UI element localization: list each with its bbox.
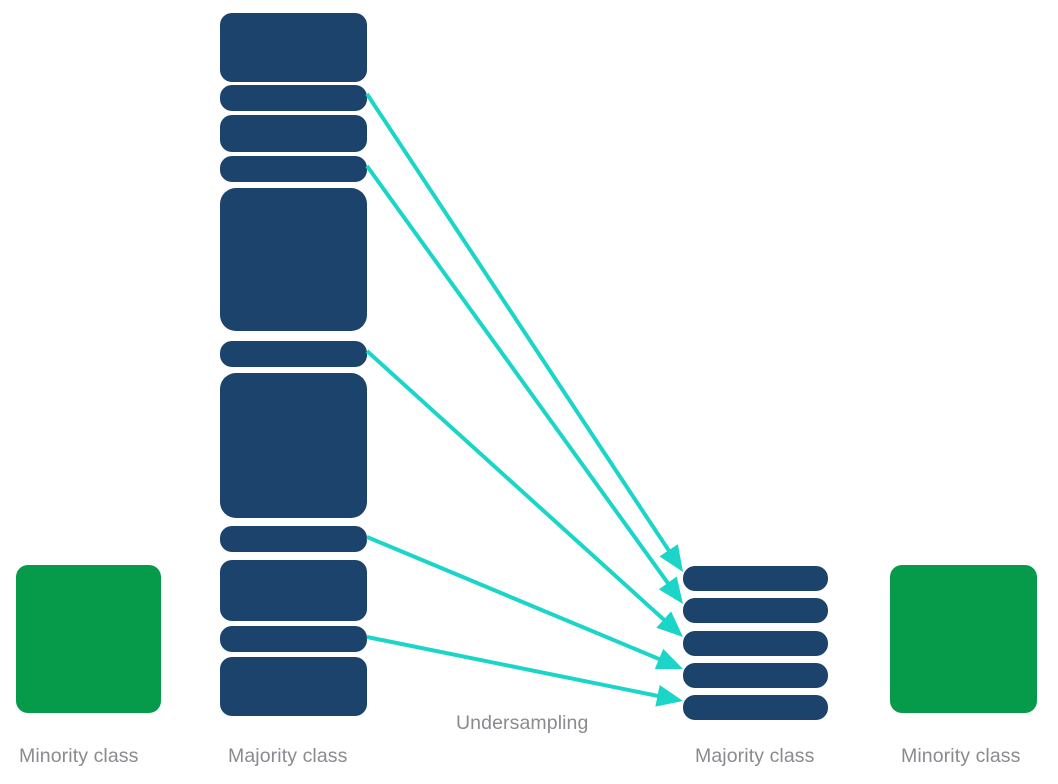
minority-class-block-left [16, 565, 161, 713]
majority-class-block-right [683, 631, 828, 656]
arrow-shaft [365, 349, 670, 626]
undersampling-arrow [365, 349, 683, 637]
arrow-head-icon [659, 544, 683, 572]
majority-class-block-right [683, 663, 828, 688]
majority-class-block-left [220, 560, 367, 621]
majority-class-block-left [220, 526, 367, 552]
undersampling-arrow [366, 635, 683, 707]
minority-class-right-group [890, 565, 1037, 713]
majority-class-block-left [220, 188, 367, 331]
majority-class-block-left [220, 156, 367, 182]
majority-class-block-left [220, 13, 367, 82]
majority-class-block-left [220, 626, 367, 652]
arrow-shaft [366, 635, 664, 699]
arrow-shaft [366, 535, 666, 664]
majority-class-block-left [220, 373, 367, 518]
undersampling-arrow [365, 164, 683, 604]
arrow-head-icon [654, 648, 683, 670]
undersampling-label: Undersampling [456, 712, 589, 734]
arrow-head-icon [655, 685, 683, 707]
caption-majority-class-right: Majority class [695, 745, 815, 767]
majority-class-block-right [683, 598, 828, 623]
arrow-head-icon [656, 611, 683, 637]
majority-class-right-group [683, 566, 828, 720]
arrow-shaft [365, 164, 673, 589]
undersampling-arrow [366, 535, 683, 670]
caption-minority-class-left: Minority class [19, 745, 139, 767]
majority-class-block-left [220, 115, 367, 152]
majority-class-block-left [220, 341, 367, 367]
majority-class-block-right [683, 695, 828, 720]
majority-class-block-left [220, 657, 367, 716]
majority-class-left-group [220, 13, 367, 716]
majority-class-block-right [683, 566, 828, 591]
undersampling-arrow [365, 92, 683, 572]
arrow-head-icon [658, 576, 683, 604]
caption-majority-class-left: Majority class [228, 745, 348, 767]
majority-class-block-left [220, 85, 367, 111]
arrow-shaft [365, 92, 674, 557]
caption-minority-class-right: Minority class [901, 745, 1021, 767]
minority-class-block-right [890, 565, 1037, 713]
minority-class-left-group [16, 565, 161, 713]
undersampling-arrows-group [365, 92, 683, 707]
